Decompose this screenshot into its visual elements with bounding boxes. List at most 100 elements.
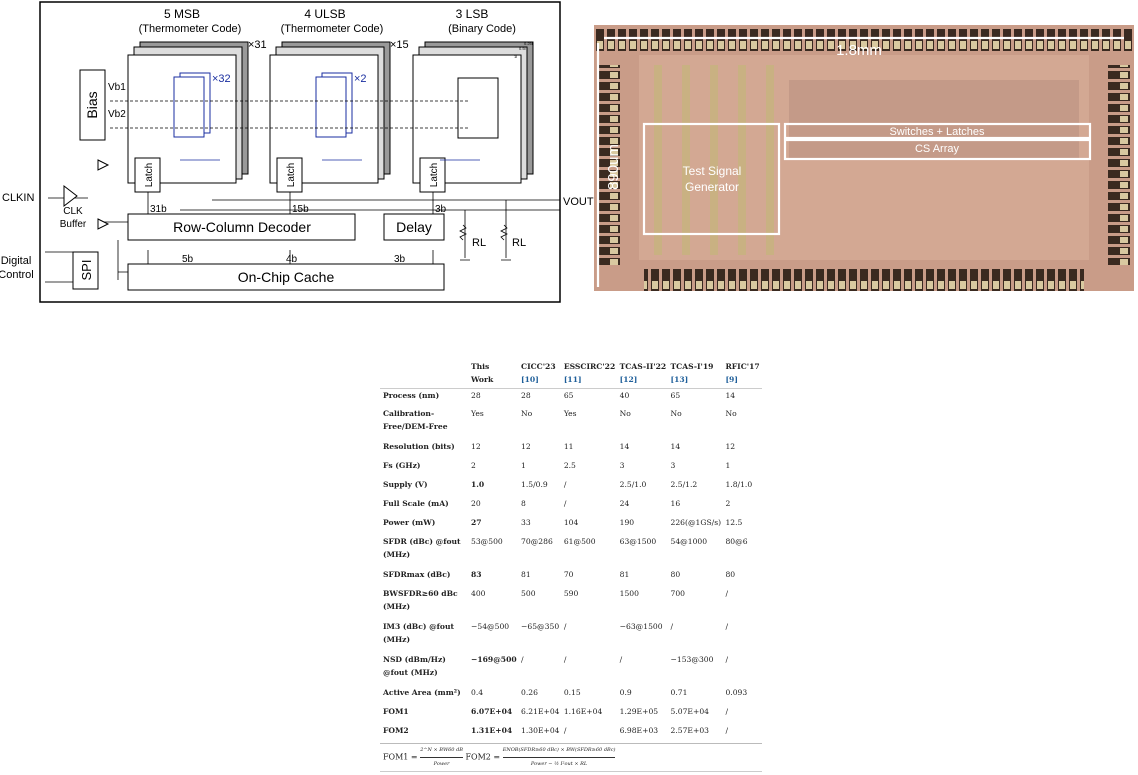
row-label: IM3 (dBc) @fout (MHz) xyxy=(383,622,455,644)
table-cell: / xyxy=(563,499,567,508)
table-cell: 6.21E+04 xyxy=(521,707,560,716)
table-cell: 2.5/1.2 xyxy=(670,480,698,489)
row-label: SFDRmax (dBc) xyxy=(383,570,451,579)
row-label: FOM2 xyxy=(383,726,409,735)
table-row: NSD (dBm/Hz) @fout (MHz)−169@500///−153@… xyxy=(380,653,762,686)
table-cell: Yes xyxy=(471,409,484,418)
table-cell: 81 xyxy=(619,570,630,579)
table-cell: 1.31E+04 xyxy=(471,726,513,735)
table-cell: / xyxy=(725,707,729,716)
msb-block xyxy=(127,41,249,193)
table-cell: 2.57E+03 xyxy=(670,726,709,735)
table-cell: 500 xyxy=(521,589,536,598)
table-cell: −65@350 xyxy=(521,622,560,631)
reference-link[interactable]: [13] xyxy=(670,375,689,384)
table-cell: Yes xyxy=(563,409,577,418)
table-row: BWSFDR≥60 dBc (MHz) 400 500 590 1500 700 / xyxy=(380,587,762,620)
resistor-icon xyxy=(459,224,511,261)
delay-label: Delay xyxy=(396,219,432,235)
table-cell: / xyxy=(563,726,567,735)
table-cell: 5.07E+04 xyxy=(670,707,709,716)
ulsb-subtitle: (Thermometer Code) xyxy=(281,23,384,35)
reference-link[interactable]: [12] xyxy=(619,375,638,384)
table-cell: No xyxy=(725,409,737,418)
lsb-title: 3 LSB xyxy=(456,7,489,21)
table-cell: 65 xyxy=(670,390,681,400)
table-cell: / xyxy=(563,622,567,631)
row-label: FOM1 xyxy=(383,707,409,716)
table-cell: 53@500 xyxy=(471,537,503,546)
table-cell: 40 xyxy=(619,390,630,400)
table-cell: 0.26 xyxy=(521,688,538,697)
msb-cells: ×32 xyxy=(212,73,231,85)
column-header: TCAS-I'19[13] xyxy=(668,357,724,389)
bus-width: 5b xyxy=(182,254,194,265)
delay-block xyxy=(383,213,445,241)
ulsb-count: ×15 xyxy=(390,39,409,51)
reference-link[interactable]: [10] xyxy=(521,375,539,384)
bus-width: 4b xyxy=(286,254,298,265)
table-row: IM3 (dBc) @fout (MHz)−54@500−65@350/−63@… xyxy=(380,620,762,653)
table-cell: No xyxy=(619,409,631,418)
table-cell: 1 xyxy=(725,461,731,470)
table-cell: 400 xyxy=(471,589,486,598)
table-cell: 3 xyxy=(670,461,676,470)
table-cell: 14 xyxy=(725,390,736,400)
table-cell: 70@286 xyxy=(521,537,553,546)
table-cell: 28 xyxy=(521,390,531,400)
table-cell: 24 xyxy=(619,499,630,508)
table-cell: 0.9 xyxy=(619,688,632,697)
clk-buffer-label: Buffer xyxy=(60,219,87,230)
table-cell: 16 xyxy=(670,499,681,508)
table-cell: 1.8/1.0 xyxy=(725,480,753,489)
row-label: Resolution (bits) xyxy=(383,442,455,451)
table-cell: / xyxy=(725,589,729,598)
rl-label: RL xyxy=(512,237,526,249)
table-cell: 226(@1GS/s) xyxy=(670,518,722,527)
row-label: Active Area (mm²) xyxy=(383,688,461,697)
latch-label: Latch xyxy=(144,163,155,187)
table-cell: 1.5/0.9 xyxy=(521,480,548,489)
die-photo: 1.8mm 890um Test Signal Generator Switch… xyxy=(594,25,1134,291)
die-height-label: 890um xyxy=(605,144,622,190)
lsb-subtitle: (Binary Code) xyxy=(448,23,516,35)
lsb-weight: 1I xyxy=(514,54,517,59)
table-cell: 11 xyxy=(563,442,574,451)
table-cell: 80@6 xyxy=(725,537,748,546)
rl-label: RL xyxy=(472,237,486,249)
lsb-weight: 0.5I xyxy=(519,46,526,51)
table-cell: 1500 xyxy=(619,589,639,598)
reference-link[interactable]: [9] xyxy=(725,375,738,384)
table-cell: 54@1000 xyxy=(670,537,708,546)
clk-buffer-label: CLK xyxy=(63,206,83,217)
row-label: Calibration-Free/DEM-Free xyxy=(383,409,448,431)
column-header: TCAS-II'22[12] xyxy=(617,357,669,389)
vout-label: VOUT xyxy=(563,196,594,208)
on-chip-cache xyxy=(127,263,445,291)
table-cell: 2 xyxy=(471,461,476,470)
table-cell: 590 xyxy=(563,589,579,598)
test-signal-generator-label: Generator xyxy=(685,180,739,194)
decoder-label: Row-Column Decoder xyxy=(173,219,311,235)
msb-subtitle: (Thermometer Code) xyxy=(139,23,242,35)
table-cell: 2.5 xyxy=(563,461,576,470)
buffer-icon xyxy=(97,218,110,230)
table-cell: 14 xyxy=(670,442,681,451)
bus-width: 15b xyxy=(292,204,309,215)
reference-link[interactable]: [11] xyxy=(563,375,582,384)
table-cell: 27 xyxy=(471,518,482,527)
column-header: ESSCIRC'22[11] xyxy=(561,357,618,389)
table-cell: 8 xyxy=(521,499,526,508)
table-cell: 70 xyxy=(563,570,574,579)
table-cell: 104 xyxy=(563,518,579,527)
bus-width: 31b xyxy=(150,204,167,215)
row-label: BWSFDR≥60 dBc (MHz) xyxy=(383,589,458,611)
table-cell: 700 xyxy=(670,589,686,598)
table-cell: 1.0 xyxy=(471,480,485,489)
